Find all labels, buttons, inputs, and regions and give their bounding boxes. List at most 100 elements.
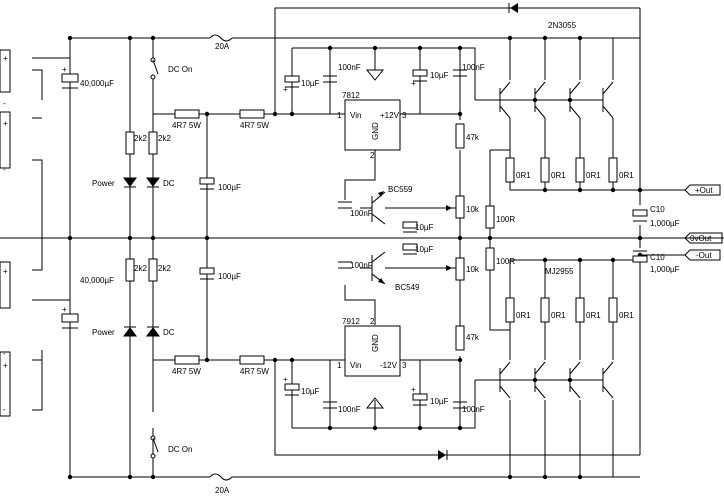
bottom-emitters	[509, 259, 640, 360]
bottom-reg-out	[400, 356, 461, 361]
svg-text:BC559: BC559	[388, 185, 413, 194]
svg-text:4R7 5W: 4R7 5W	[240, 121, 269, 130]
svg-text:1: 1	[337, 111, 342, 120]
res-0r1-top-group: 0R1 0R1 0R1 0R1	[505, 157, 634, 183]
top-emitters	[509, 118, 640, 191]
cap-10uf-bias-bottom: 10µF	[402, 243, 434, 255]
terminal-1-plus: +	[3, 54, 8, 63]
transistor-bc559: BC559	[360, 185, 413, 225]
svg-text:10µF: 10µF	[301, 387, 320, 396]
res-4r7-bottom-1: 4R7 5W	[172, 355, 201, 376]
pot-10k-top: 10k	[440, 195, 480, 219]
gnd-symbol-top	[365, 69, 385, 81]
svg-text:4R7 5W: 4R7 5W	[172, 121, 201, 130]
output-pos-terminal: +Out	[684, 184, 721, 196]
svg-text:2: 2	[370, 317, 375, 326]
top-reg-gnd-to-bc559	[344, 150, 376, 200]
cap-10uf-bottom-right: + 10µF	[411, 385, 449, 406]
svg-text:0R1: 0R1	[551, 171, 566, 180]
svg-text:+: +	[62, 65, 67, 74]
top-collectors	[509, 38, 614, 80]
svg-text:0R1: 0R1	[551, 311, 566, 320]
svg-text:0R1: 0R1	[619, 311, 634, 320]
svg-text:0vOut: 0vOut	[690, 234, 712, 243]
pot-10k-bottom: 10k	[440, 257, 480, 281]
svg-text:+: +	[411, 79, 416, 88]
svg-text:20A: 20A	[215, 486, 230, 495]
svg-text:DC: DC	[163, 179, 175, 188]
transformer-terminals: + - + - + - + -	[0, 49, 11, 417]
diode-top	[508, 3, 518, 13]
terminal-1-minus: -	[3, 99, 6, 108]
transistor-2n3055-1	[499, 81, 511, 119]
output-neg-terminal: -Out	[684, 249, 721, 261]
svg-text:DC On: DC On	[168, 445, 192, 454]
svg-text:C10: C10	[650, 205, 665, 214]
cap-100nf-top-right: 100nF	[453, 63, 485, 77]
gnd-symbol-bottom	[365, 397, 385, 409]
svg-text:1,000µF: 1,000µF	[650, 219, 680, 228]
svg-text:2: 2	[370, 151, 375, 160]
main-capacitor-top: + 40,000µF	[61, 65, 114, 89]
terminal-block-2	[0, 111, 11, 169]
transistor-bc549: BC549	[360, 251, 420, 292]
svg-text:+: +	[411, 385, 416, 394]
svg-text:10k: 10k	[466, 205, 480, 214]
svg-text:0R1: 0R1	[516, 171, 531, 180]
svg-text:100nF: 100nF	[350, 209, 373, 218]
svg-text:10µF: 10µF	[415, 223, 434, 232]
led-power-bottom: Power	[92, 326, 137, 337]
regulator-7812-name: 7812	[342, 91, 360, 100]
led-power-top: Power	[92, 177, 137, 188]
cap-100uf-bottom: 100µF	[199, 267, 241, 281]
label-mj2955: MJ2955	[545, 267, 574, 276]
svg-text:100R: 100R	[496, 215, 515, 224]
svg-text:0R1: 0R1	[586, 311, 601, 320]
svg-text:4R7 5W: 4R7 5W	[172, 367, 201, 376]
cap-10uf-top-right: + 10µF	[411, 69, 449, 88]
fuse-bottom: 20A	[209, 473, 233, 495]
bottom-reg-gnd-to-bc549	[344, 285, 376, 325]
top-output-line	[639, 8, 685, 191]
svg-text:GND: GND	[371, 122, 380, 140]
svg-text:BC549: BC549	[395, 283, 420, 292]
output-zero-terminal: 0vOut	[684, 232, 723, 244]
terminal-4-minus: -	[3, 405, 6, 414]
svg-text:4R7 5W: 4R7 5W	[240, 367, 269, 376]
svg-text:DC: DC	[163, 328, 175, 337]
transistor-2n3055-2	[534, 81, 546, 119]
terminal-3-minus: -	[3, 349, 6, 358]
svg-text:100R: 100R	[496, 257, 515, 266]
svg-text:Vin: Vin	[350, 361, 361, 370]
res-2k2-top-left: 2k2	[125, 131, 147, 155]
svg-text:100µF: 100µF	[218, 272, 241, 281]
res-47k-bottom: 47k	[455, 325, 480, 351]
svg-text:2k2: 2k2	[158, 264, 171, 273]
fuse-top: 20A	[209, 34, 233, 51]
svg-text:+: +	[283, 85, 288, 94]
cap-100nf-bc549: 100nF	[338, 261, 373, 270]
svg-text:100nF: 100nF	[338, 63, 361, 72]
svg-text:1,000µF: 1,000µF	[650, 265, 680, 274]
cap-c10-bottom: C10 1,000µF	[632, 250, 680, 274]
svg-text:2k2: 2k2	[158, 134, 171, 143]
dc-on-switch-bottom: DC On	[150, 435, 192, 459]
led-dc-top: DC	[146, 177, 175, 188]
regulator-7912-name: 7912	[342, 317, 360, 326]
cap-100nf-bottom-left: 100nF	[323, 401, 361, 414]
svg-text:GND: GND	[371, 334, 380, 352]
svg-text:0R1: 0R1	[516, 311, 531, 320]
transistor-2n3055-3	[569, 81, 581, 119]
regulator-7912: 7912 Vin -12V GND 1 3 2	[337, 317, 407, 377]
top-reg-out	[400, 113, 461, 120]
terminal-2-minus: -	[3, 165, 6, 174]
svg-text:Power: Power	[92, 179, 115, 188]
svg-text:10µF: 10µF	[415, 245, 434, 254]
cap-10uf-top-left: + 10µF	[283, 75, 320, 94]
regulator-7812: 7812 Vin +12V GND 1 3 2	[337, 91, 407, 160]
terminal-2-plus: +	[3, 119, 8, 128]
transistor-mj2955-4	[602, 361, 614, 399]
cap-c10-top: C10 1,000µF	[632, 205, 680, 228]
svg-text:100nF: 100nF	[462, 405, 485, 414]
